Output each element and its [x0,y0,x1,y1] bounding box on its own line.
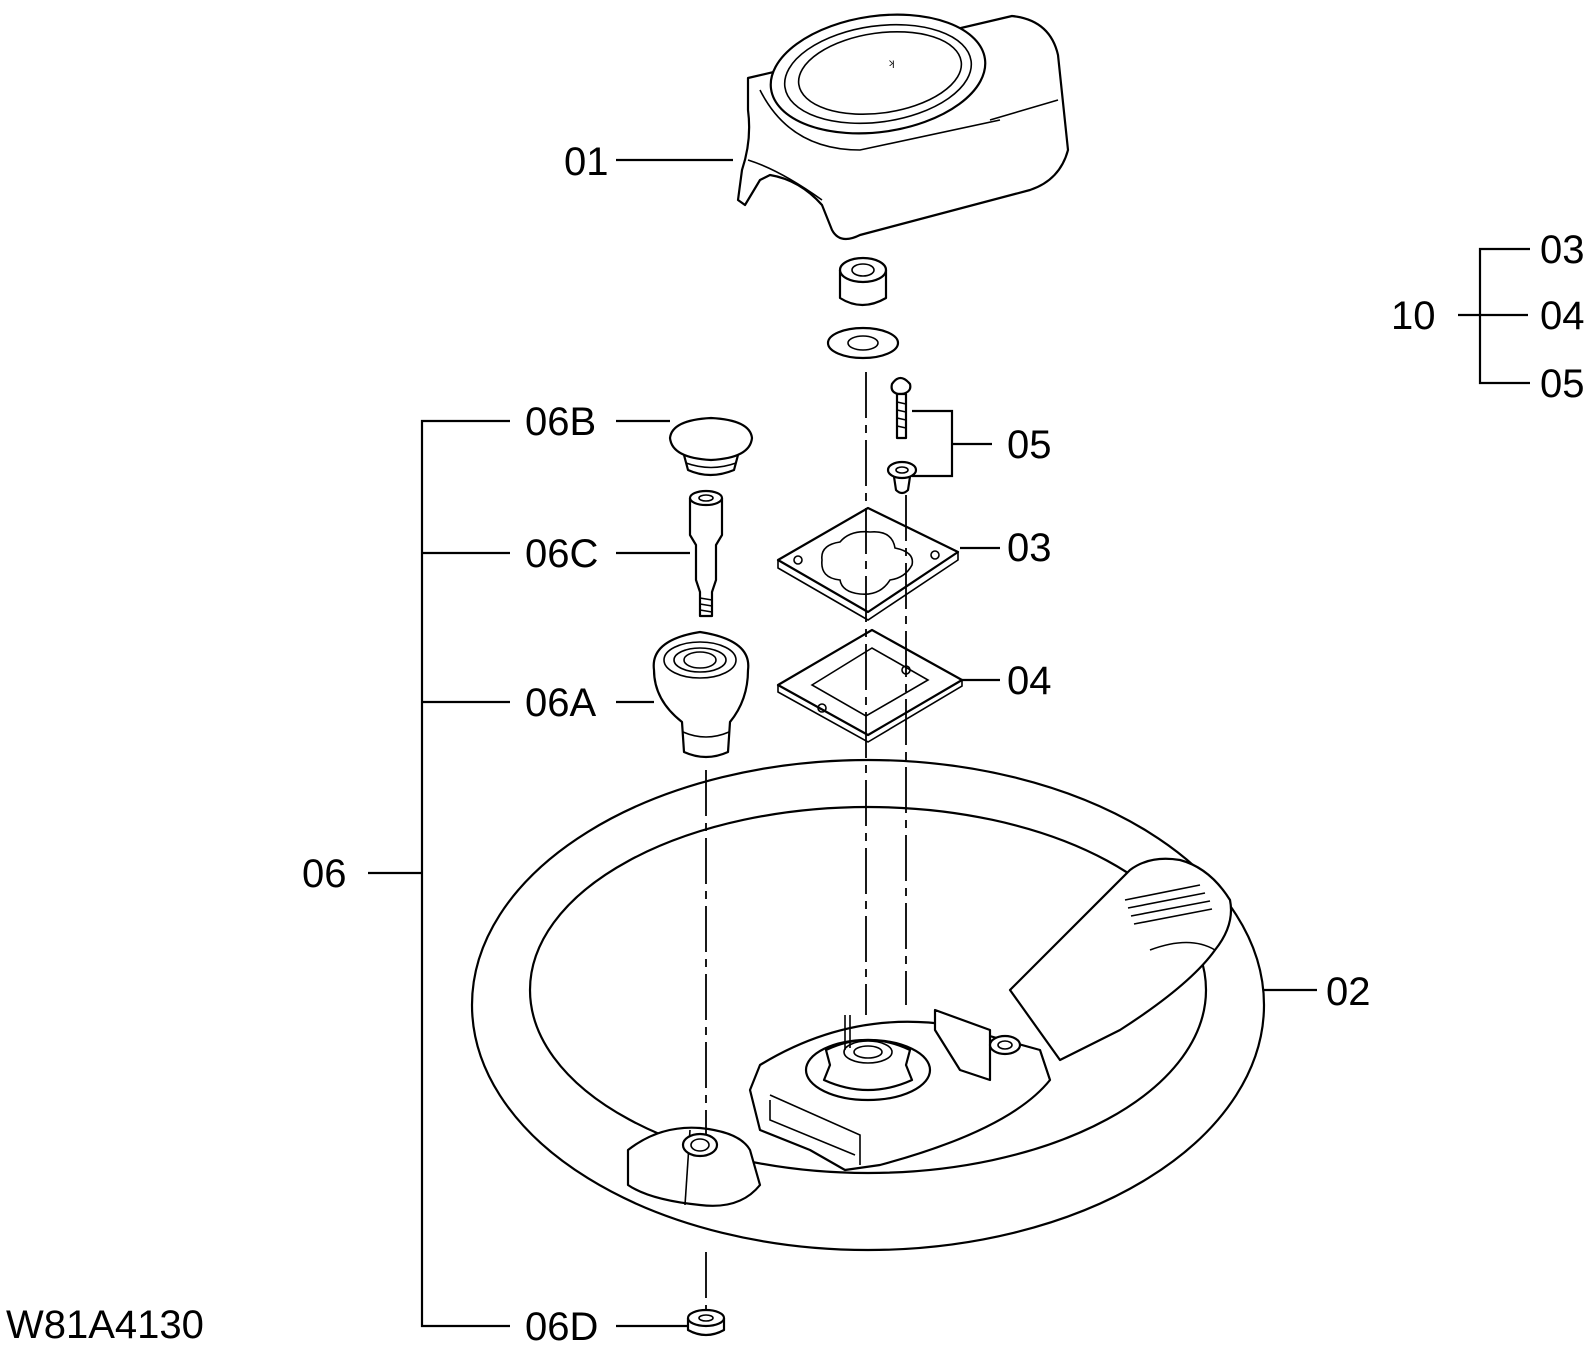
part-02-steering-wheel [470,758,1266,1252]
part-01-horn-cover: ʞ [736,13,1070,241]
label-kit-10: 10 [1391,294,1436,338]
part-03-plate [776,506,960,621]
part-06C-bolt [688,489,724,618]
part-04-gasket [776,628,964,743]
label-01: 01 [564,140,609,184]
callout-labels: 01 02 03 04 05 06 06A 06B 06C 06D 10 03 … [6,140,1585,1345]
steering-washer [826,326,900,360]
label-06A: 06A [525,681,596,725]
part-05-screw [890,376,912,440]
label-kit-10-03: 03 [1540,228,1585,272]
part-05-grommet [886,460,918,495]
leader-lines [368,158,1530,1328]
part-06B-cap [668,416,754,477]
drawing-code: W81A4130 [6,1303,204,1345]
label-kit-10-04: 04 [1540,294,1585,338]
label-06D: 06D [525,1305,598,1345]
label-06C: 06C [525,532,598,576]
assembly-axis-lines [705,372,907,1310]
label-06: 06 [302,852,347,896]
label-04: 04 [1007,659,1052,703]
steering-nut [838,256,888,307]
label-02: 02 [1326,970,1371,1014]
logo-mark: ʞ [888,58,895,69]
part-06A-knob [652,630,750,759]
label-kit-10-05: 05 [1540,362,1585,406]
label-06B: 06B [525,400,596,444]
part-06D-nut [686,1308,726,1337]
label-03: 03 [1007,526,1052,570]
label-05: 05 [1007,423,1052,467]
